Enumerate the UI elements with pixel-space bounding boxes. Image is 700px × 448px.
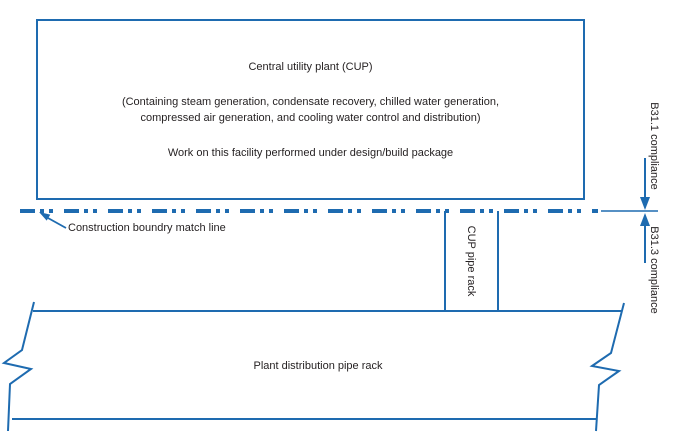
- plant-rack-right-break-icon: [589, 302, 625, 432]
- cup-box-title: Central utility plant (CUP): [248, 60, 373, 73]
- down-arrow-icon: [640, 197, 650, 210]
- cup-box-contents: (Containing steam generation, condensate…: [121, 95, 500, 124]
- cup-box: Central utility plant (CUP) (Containing …: [36, 19, 585, 200]
- b313-compliance-label: B31.3 compliance: [648, 226, 660, 314]
- match-line-leader-line: [47, 217, 67, 229]
- plant-rack-left-break-icon: [1, 301, 35, 432]
- construction-boundary-label: Construction boundry match line: [68, 222, 226, 234]
- cup-pipe-rack-label: CUP pipe rack: [465, 225, 477, 297]
- up-arrow-icon: [640, 213, 650, 226]
- cup-box-note: Work on this facility performed under de…: [167, 146, 454, 159]
- leader-arrow-icon: [39, 212, 51, 221]
- plant-distribution-pipe-rack-label: Plant distribution pipe rack: [253, 360, 383, 372]
- b311-compliance-label: B31.1 compliance: [648, 102, 660, 190]
